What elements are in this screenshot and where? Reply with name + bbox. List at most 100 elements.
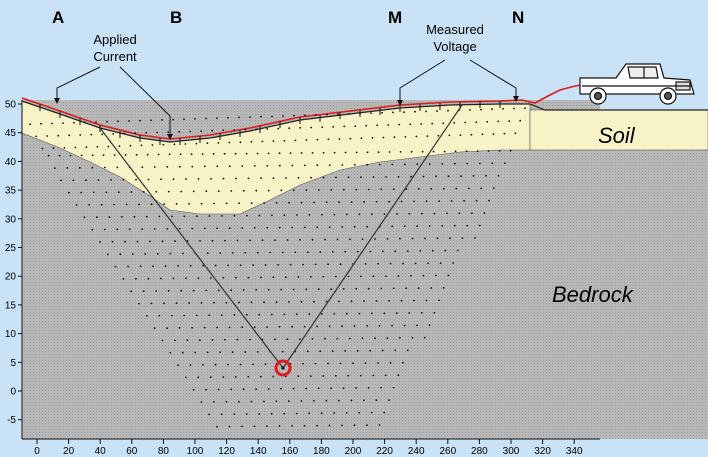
measurement-dot bbox=[391, 163, 394, 166]
measurement-dot bbox=[330, 189, 333, 191]
measurement-dot bbox=[366, 325, 368, 327]
measurement-dot bbox=[192, 289, 195, 292]
measurement-dot bbox=[269, 251, 272, 254]
measurement-dot bbox=[160, 277, 162, 280]
measurement-dot bbox=[211, 129, 214, 132]
measurement-dot bbox=[234, 376, 237, 378]
measurement-dot bbox=[147, 178, 150, 181]
measurement-dot bbox=[431, 122, 434, 125]
measurement-dot bbox=[366, 225, 369, 228]
measurement-dot bbox=[208, 314, 211, 317]
measurement-dot bbox=[476, 150, 479, 153]
measurement-dot bbox=[355, 151, 358, 154]
measurement-dot bbox=[236, 239, 239, 242]
measurement-dot bbox=[342, 387, 345, 389]
measurement-dot bbox=[425, 110, 427, 113]
measurement-dot bbox=[250, 202, 253, 205]
measurement-dot bbox=[389, 361, 392, 364]
measurement-dot bbox=[436, 237, 439, 240]
measurement-dot bbox=[311, 152, 314, 154]
measurement-dot bbox=[135, 277, 137, 280]
target-circle-icon bbox=[274, 359, 292, 377]
measurement-dot bbox=[233, 214, 236, 217]
measurement-dot bbox=[370, 411, 373, 414]
measurement-dot bbox=[289, 152, 292, 155]
measurement-dot bbox=[447, 109, 449, 112]
measurement-dot bbox=[177, 364, 179, 366]
measurement-dot bbox=[253, 227, 256, 229]
measurement-dot bbox=[213, 401, 215, 403]
measurement-dot bbox=[377, 362, 379, 364]
measurement-dot bbox=[216, 326, 219, 329]
measurement-dot bbox=[385, 275, 387, 277]
measurement-dot bbox=[271, 115, 273, 118]
measurement-dot bbox=[388, 200, 390, 203]
measurement-dot bbox=[330, 288, 333, 290]
measurement-dot bbox=[349, 238, 351, 241]
measurement-dot bbox=[29, 123, 31, 126]
measurement-dot bbox=[113, 203, 115, 206]
measurement-dot bbox=[96, 216, 98, 219]
measurement-dot bbox=[308, 214, 311, 216]
measured-voltage-label-line1: Measured bbox=[426, 22, 484, 37]
measurement-dot bbox=[400, 299, 403, 302]
measurement-dot bbox=[107, 145, 110, 148]
measurement-dot bbox=[300, 201, 303, 204]
measurement-dot bbox=[310, 276, 312, 278]
measurement-dot bbox=[295, 412, 298, 415]
measurement-dot bbox=[350, 201, 353, 204]
x-axis-tick-label: 140 bbox=[250, 446, 267, 457]
measurement-dot bbox=[322, 176, 325, 179]
measurement-dot bbox=[228, 425, 231, 428]
callout-arrows bbox=[56, 59, 517, 136]
x-axis-tick-label: 180 bbox=[313, 446, 330, 457]
measurement-dot bbox=[386, 238, 389, 240]
measurement-dot bbox=[175, 203, 178, 205]
measurement-dot bbox=[267, 288, 270, 291]
measurement-dot bbox=[313, 400, 315, 402]
measurement-dot bbox=[302, 362, 304, 365]
measurement-dot bbox=[195, 142, 198, 145]
measurement-dot bbox=[40, 122, 42, 125]
measurement-dot bbox=[391, 225, 394, 228]
y-axis-tick-label: 20 bbox=[5, 272, 17, 283]
measurement-dot bbox=[438, 299, 440, 302]
measurement-dot bbox=[428, 225, 431, 227]
measurement-dot bbox=[263, 202, 265, 204]
measurement-dot bbox=[372, 374, 375, 377]
measurement-dot bbox=[80, 154, 83, 157]
measurement-dot bbox=[316, 325, 318, 328]
measurement-dot bbox=[247, 375, 250, 378]
measurement-dot bbox=[255, 388, 257, 390]
measurement-dot bbox=[245, 152, 248, 155]
measurement-dot bbox=[219, 252, 222, 255]
measurement-dot bbox=[171, 215, 173, 218]
measurement-dot bbox=[314, 263, 317, 266]
measurement-dot bbox=[475, 121, 478, 123]
measurement-dot bbox=[210, 177, 212, 180]
applied-current-label-line2: Current bbox=[93, 49, 137, 64]
measurement-dot bbox=[225, 301, 228, 304]
measurement-dot bbox=[238, 301, 240, 304]
measurement-dot bbox=[492, 133, 495, 135]
measurement-dot bbox=[178, 227, 181, 230]
measurement-dot bbox=[406, 250, 409, 253]
measurement-dot bbox=[444, 249, 447, 252]
measurement-dot bbox=[236, 338, 239, 341]
measurement-dot bbox=[481, 133, 484, 136]
measurement-dot bbox=[130, 290, 133, 293]
measurement-dot bbox=[169, 351, 172, 354]
measurement-dot bbox=[272, 276, 275, 279]
x-axis-tick-label: 320 bbox=[534, 446, 551, 457]
measurement-dot bbox=[408, 312, 411, 314]
y-axis-tick-label: 30 bbox=[5, 214, 17, 225]
measurement-dot bbox=[252, 264, 255, 266]
measurement-dot bbox=[256, 351, 259, 353]
measurement-dot bbox=[392, 111, 394, 114]
measurement-dot bbox=[338, 399, 340, 402]
measurement-dot bbox=[378, 324, 381, 327]
measurement-dot bbox=[244, 351, 247, 353]
measurement-dot bbox=[53, 167, 56, 170]
measurement-dot bbox=[130, 191, 133, 193]
measurement-dot bbox=[60, 179, 62, 182]
